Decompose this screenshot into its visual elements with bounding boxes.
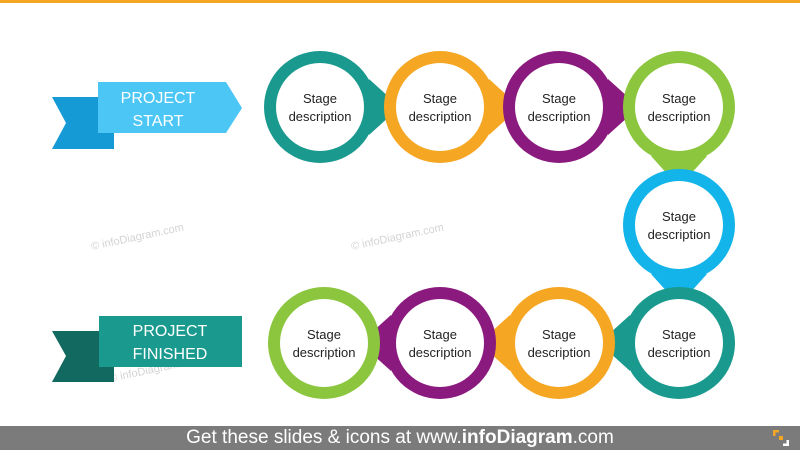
stage-marker: Stage description [503,51,639,163]
footer-banner: Get these slides & icons at www.infoDiag… [0,426,800,450]
watermark: © infoDiagram.com [350,222,445,253]
stage-inner [635,299,723,387]
stage-label-line-2: description [293,345,356,360]
stage-label-line-2: description [528,109,591,124]
ribbon-body [98,82,242,133]
stage-label-line-2: description [648,345,711,360]
ribbon-tail [52,331,114,382]
banner-line-1: PROJECT [121,90,196,107]
stage-label-line-1: Stage [662,91,696,106]
stage-inner [396,299,484,387]
stage-inner [635,63,723,151]
top-accent-rule [0,0,800,3]
stage-marker: Stage description [384,51,520,163]
stage-marker: Stage description [623,51,735,187]
stage-marker: Stage description [599,287,735,399]
project-start-banner: PROJECT START [52,82,242,149]
stage-label-line-1: Stage [307,327,341,342]
infodiagram-logo-icon [773,430,789,446]
stage-label-line-2: description [409,345,472,360]
stage-label-line-1: Stage [662,209,696,224]
stage-label-line-2: description [289,109,352,124]
stage-marker: Stage description [268,287,380,399]
process-diagram: © infoDiagram.com © infoDiagram.com © in… [52,51,735,399]
banner-line-2: START [133,113,184,130]
ribbon-body [99,316,242,367]
stage-label-line-1: Stage [423,91,457,106]
stage-label-line-1: Stage [662,327,696,342]
stage-inner [276,63,364,151]
banner-line-1: PROJECT [133,323,208,340]
stage-label-line-2: description [648,227,711,242]
stage-label-line-1: Stage [303,91,337,106]
footer-brand: infoDiagram [461,427,573,448]
stage-inner [515,63,603,151]
stage-label-line-2: description [409,109,472,124]
stage-label-line-2: description [648,109,711,124]
stage-inner [396,63,484,151]
project-finished-banner: PROJECT FINISHED [52,316,242,382]
watermark: © infoDiagram.com [90,222,185,253]
stage-inner [635,181,723,269]
footer-suffix: .com [572,427,614,448]
footer-prefix: Get these slides & icons at www. [186,427,462,448]
stage-marker: Stage description [264,51,400,163]
stage-marker: Stage description [479,287,615,399]
stage-label-line-1: Stage [542,327,576,342]
stage-label-line-2: description [528,345,591,360]
stage-label-line-1: Stage [542,91,576,106]
stage-markers: Stage description Stage description Stag… [264,51,735,399]
stage-marker: Stage description [623,169,735,305]
stage-inner [515,299,603,387]
stage-marker: Stage description [360,287,496,399]
stage-label-line-1: Stage [423,327,457,342]
stage-inner [280,299,368,387]
banner-line-2: FINISHED [133,346,208,363]
